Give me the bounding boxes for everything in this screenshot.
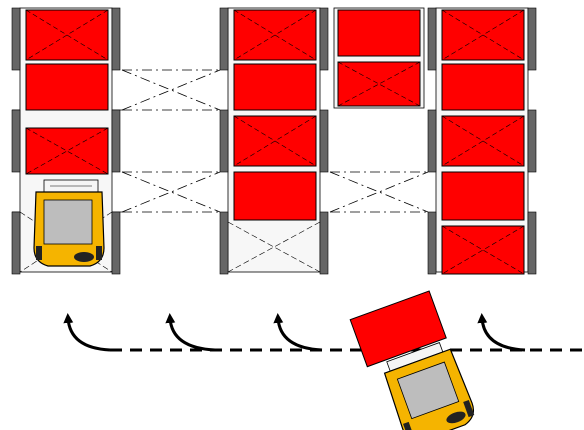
pallet-icon xyxy=(25,9,109,61)
pallet-icon xyxy=(233,115,317,167)
pallet-icon xyxy=(349,290,447,368)
pallet-icon xyxy=(25,63,109,111)
curved-arrow-icon xyxy=(477,313,526,352)
pallet-icon xyxy=(337,61,421,107)
curved-arrow-icon xyxy=(273,313,323,352)
pallets xyxy=(25,9,525,275)
pallet-icon xyxy=(337,9,421,57)
pallet-icon xyxy=(441,63,525,111)
pallet-icon xyxy=(25,127,109,175)
forklift-carrying-pallet xyxy=(349,290,475,430)
pallet-icon xyxy=(233,171,317,221)
pallet-icon xyxy=(441,115,525,167)
curved-arrow-icon xyxy=(63,313,111,352)
forklift-icon xyxy=(33,179,105,267)
travel-path xyxy=(63,313,584,352)
pallet-icon xyxy=(233,9,317,61)
pallet-icon xyxy=(233,63,317,111)
pallet-icon xyxy=(441,171,525,221)
pallet-icon xyxy=(441,225,525,275)
curved-arrow-icon xyxy=(165,313,216,352)
pallet-icon xyxy=(441,9,525,61)
forklift-icon xyxy=(383,348,475,430)
